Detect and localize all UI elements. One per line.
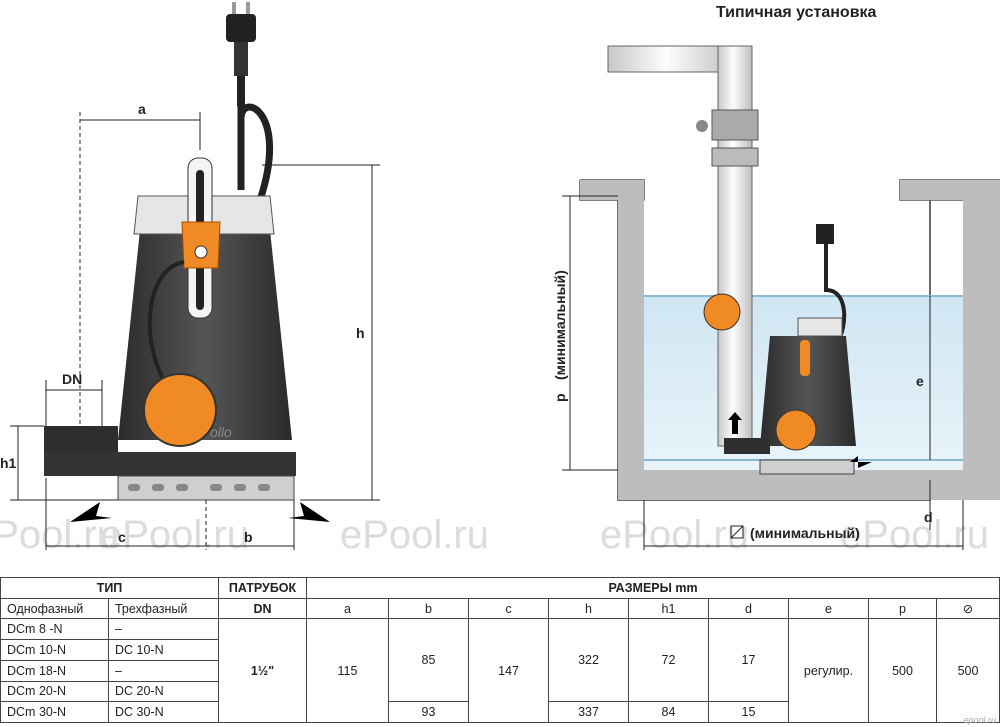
- a-value: 115: [306, 618, 389, 723]
- d-value-last: 15: [708, 701, 789, 723]
- col-header-b: b: [388, 597, 469, 620]
- dimension-lines: [562, 195, 964, 550]
- dim-h1-label: h1: [0, 455, 17, 471]
- installation-view: [579, 45, 1000, 501]
- square-dim: (минимальный): [730, 525, 860, 541]
- float-switch: [143, 373, 217, 447]
- h1-value-last: 84: [628, 701, 709, 723]
- single-phase-header: Однофазный: [0, 597, 109, 620]
- dims-header: РАЗМЕРЫ mm: [306, 577, 1000, 599]
- pump-side-view: ollo: [44, 2, 330, 522]
- col-header-e: e: [788, 597, 869, 620]
- inflow-arrow-icon: [288, 502, 330, 522]
- b-value: 85: [388, 618, 469, 703]
- model-single: DCm 18-N: [0, 659, 109, 682]
- col-header-c: c: [468, 597, 549, 620]
- flow-arrow-icon: [728, 412, 742, 434]
- p-value: 500: [868, 618, 937, 723]
- watermark: ePool.ru: [600, 513, 749, 557]
- model-single: DCm 8 -N: [0, 618, 109, 641]
- cable: [237, 103, 274, 202]
- model-single: DCm 30-N: [0, 701, 109, 723]
- watermark: ePool.ru: [340, 513, 489, 557]
- float-switch: [775, 409, 817, 451]
- h1-value: 72: [628, 618, 709, 703]
- plug-icon: [816, 224, 834, 244]
- c-value: 147: [468, 618, 549, 723]
- e-value: регулир.: [788, 618, 869, 723]
- model-three: DC 10-N: [108, 639, 219, 661]
- col-header-d: d: [708, 597, 789, 620]
- site-logo: epool.ru: [963, 715, 996, 725]
- square-value: 500: [936, 618, 1000, 723]
- d-value: 17: [708, 618, 789, 703]
- float-switch: [703, 293, 741, 331]
- pump-drawing: ePool.ru ePool.ru ePool.ru ePool.ru ePoo…: [0, 2, 1000, 557]
- type-header: ТИП: [0, 577, 219, 599]
- col-header-h: h: [548, 597, 629, 620]
- inflow-arrow-icon: [70, 502, 112, 522]
- discharge-pipe: [607, 45, 739, 73]
- dim-p-note: (минимальный): [552, 270, 568, 380]
- watermark: ePool.ru: [100, 513, 249, 557]
- pump-brand: ollo: [210, 424, 232, 440]
- dim-c-label: c: [118, 529, 126, 545]
- three-phase-header: Трехфазный: [108, 597, 219, 620]
- model-three: –: [108, 618, 219, 641]
- model-three: –: [108, 659, 219, 682]
- dim-square-note: (минимальный): [750, 525, 860, 541]
- dim-e-label: e: [916, 373, 924, 389]
- float-clamp: [181, 221, 221, 269]
- square-symbol-icon: [730, 525, 744, 539]
- watermarks: ePool.ru ePool.ru ePool.ru ePool.ru ePoo…: [0, 513, 989, 557]
- dim-b-label: b: [244, 529, 253, 545]
- plug-icon: [226, 14, 256, 42]
- pit-wall-left: [618, 180, 644, 500]
- col-header-a: a: [306, 597, 389, 620]
- pit-wall-right: [963, 180, 1000, 500]
- valve: [711, 109, 759, 141]
- dim-d-label: d: [924, 509, 933, 525]
- model-single: DCm 20-N: [0, 680, 109, 703]
- col-header-square: ⊘: [936, 597, 1000, 620]
- outlet-header: ПАТРУБОК: [218, 577, 307, 599]
- h-value: 322: [548, 618, 629, 703]
- dim-h-label: h: [356, 325, 365, 341]
- dim-dn-label: DN: [62, 371, 82, 387]
- watermark: ePool.ru: [840, 513, 989, 557]
- model-single: DCm 10-N: [0, 639, 109, 661]
- install-title: Типичная установка: [716, 4, 877, 21]
- h-value-last: 337: [548, 701, 629, 723]
- inflow-arrow-icon: [850, 456, 872, 468]
- col-header-h1: h1: [628, 597, 709, 620]
- dim-p-label: p: [552, 393, 568, 402]
- dim-a-label: a: [138, 101, 146, 117]
- b-value-last: 93: [388, 701, 469, 723]
- model-three: DC 20-N: [108, 680, 219, 703]
- pit-floor: [618, 470, 963, 500]
- dn-value: 1½": [218, 618, 307, 723]
- watermark: ePool.ru: [0, 513, 119, 557]
- dn-header: DN: [218, 597, 307, 620]
- model-three: DC 30-N: [108, 701, 219, 723]
- col-header-p: p: [868, 597, 937, 620]
- dimension-lines: [10, 112, 380, 550]
- spec-table: ТИП ПАТРУБОК РАЗМЕРЫ mm Однофазный Трехф…: [0, 577, 1000, 723]
